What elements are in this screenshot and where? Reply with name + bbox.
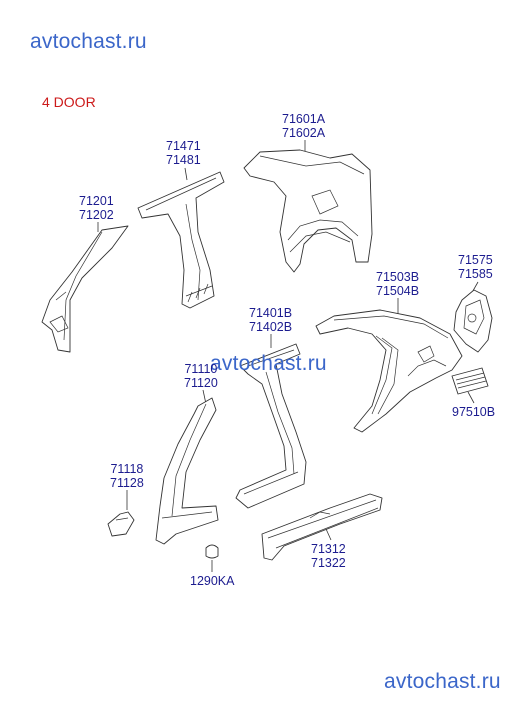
part-number-line: 71402B — [249, 320, 293, 334]
outer-side-panel-part — [235, 343, 307, 509]
part-number-line: 71585 — [458, 267, 493, 281]
part-number-line: 71601A — [282, 112, 326, 126]
wheelhouse-bracket-part — [453, 289, 493, 353]
part-number-line: 71312 — [311, 542, 346, 556]
quarter-inner-part — [243, 149, 373, 273]
front-pillar-lower-part — [155, 397, 219, 545]
part-number-line: 71202 — [79, 208, 114, 222]
part-number-97510b[interactable]: 97510B — [452, 405, 495, 419]
part-number-line: 71201 — [79, 194, 114, 208]
part-number-line: 71128 — [110, 476, 144, 490]
part-number-line: 71503B — [376, 270, 420, 284]
diagram-title: 4 DOOR — [42, 94, 96, 110]
part-number-line: 97510B — [452, 405, 496, 419]
part-number-71401b[interactable]: 71401B 71402B — [249, 306, 292, 334]
quarter-outer-part — [315, 309, 463, 433]
vent-grille-part — [451, 367, 489, 395]
part-number-line: 71575 — [458, 253, 493, 267]
part-number-71312[interactable]: 71312 71322 — [311, 542, 346, 570]
part-number-line: 1290KA — [190, 574, 235, 588]
part-number-line: 71602A — [282, 126, 326, 140]
part-number-line: 71322 — [311, 556, 346, 570]
front-pillar-part — [41, 225, 129, 353]
part-number-71575[interactable]: 71575 71585 — [458, 253, 493, 281]
part-number-line: 71471 — [166, 139, 201, 153]
watermark-middle: avtochast.ru — [210, 352, 327, 375]
part-number-71201[interactable]: 71201 71202 — [79, 194, 114, 222]
part-number-line: 71118 — [110, 462, 144, 476]
center-pillar-upper-part — [137, 171, 225, 309]
part-number-1290ka[interactable]: 1290KA — [190, 574, 234, 588]
part-number-line: 71481 — [166, 153, 201, 167]
plug-part — [205, 544, 219, 559]
part-number-71110[interactable]: 71110 71120 — [184, 362, 218, 390]
part-number-71503b[interactable]: 71503B 71504B — [376, 270, 419, 298]
part-number-line: 71110 — [184, 362, 218, 376]
part-number-71118[interactable]: 71118 71128 — [110, 462, 144, 490]
watermark-bottom: avtochast.ru — [384, 670, 501, 693]
part-number-line: 71401B — [249, 306, 293, 320]
part-number-71471[interactable]: 71471 71481 — [166, 139, 201, 167]
part-number-71601a[interactable]: 71601A 71602A — [282, 112, 325, 140]
small-bracket-part — [107, 511, 135, 537]
side-sill-part — [261, 493, 383, 561]
watermark-top: avtochast.ru — [30, 30, 147, 53]
part-number-line: 71120 — [184, 376, 218, 390]
part-number-line: 71504B — [376, 284, 420, 298]
